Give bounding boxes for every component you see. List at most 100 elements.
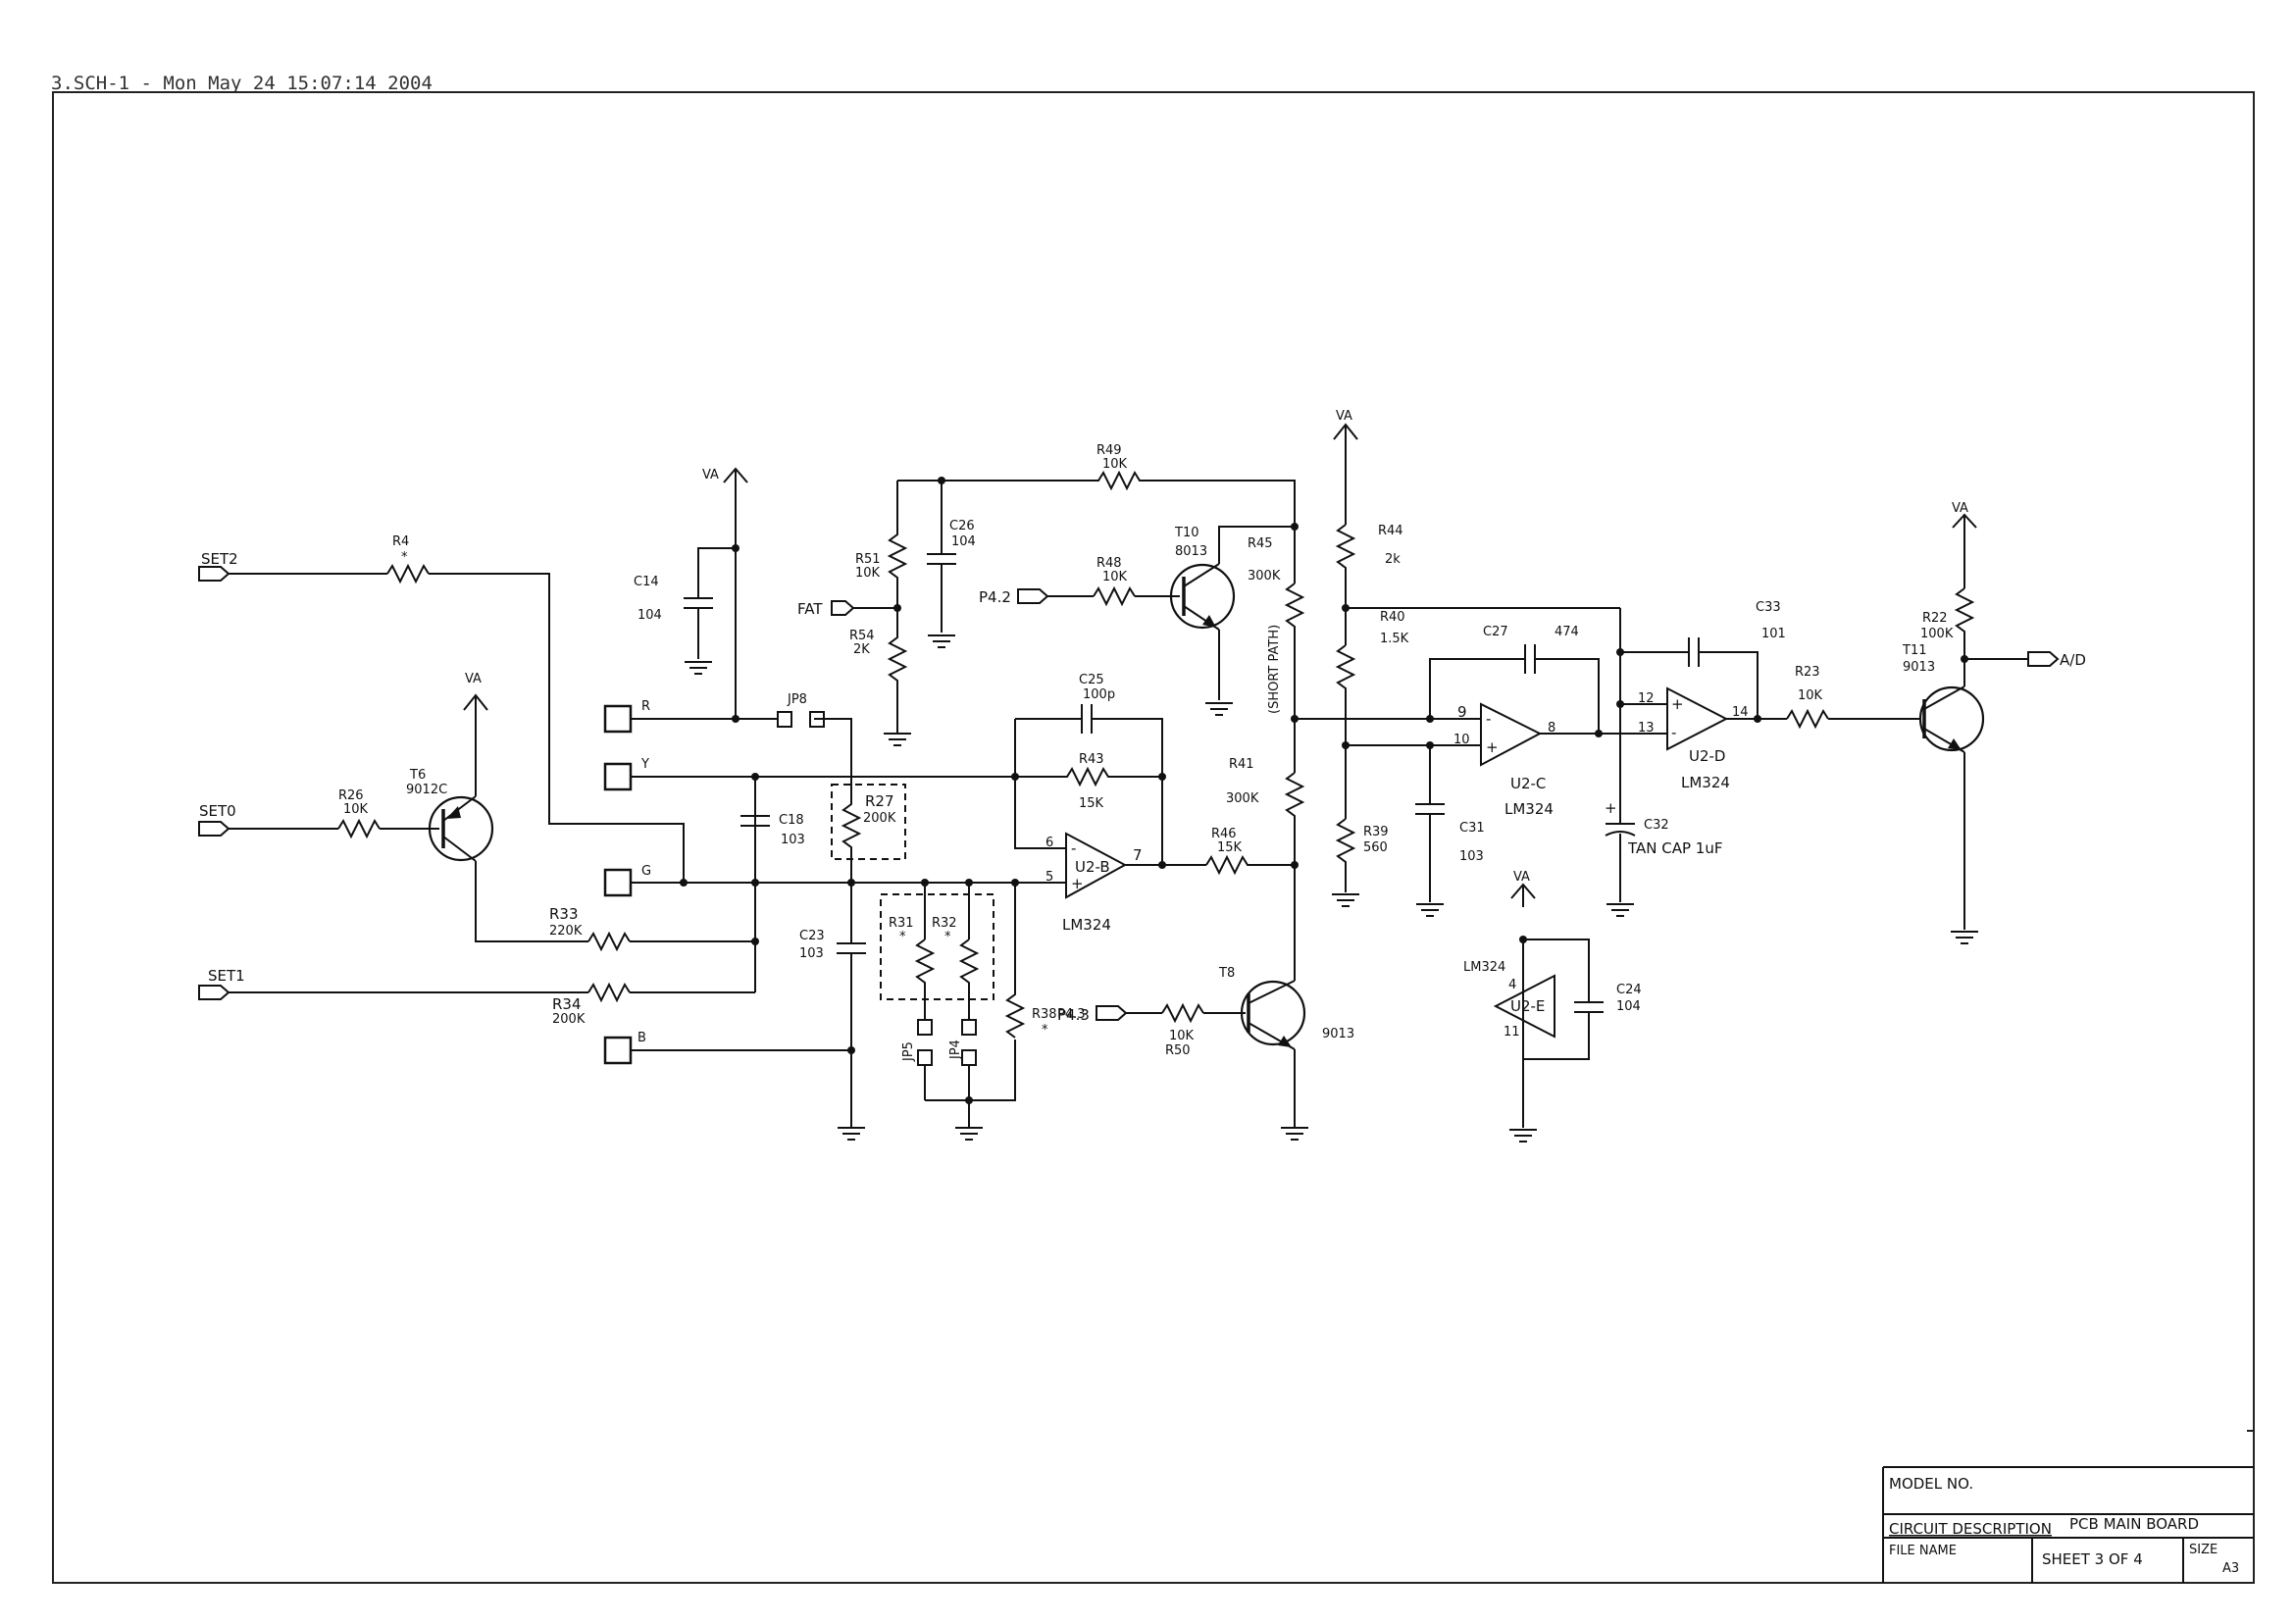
r45-label: R45 [1248,536,1273,551]
rgb-connectors [603,704,633,1065]
jp5-label: JP5 [901,1041,916,1062]
r27-label: R27 [865,792,894,810]
jp8-label: JP8 [787,692,807,707]
va-label-r22: VA [1952,501,1968,516]
r38-label: R38 [1032,1007,1057,1022]
t6-label: T6 [409,768,426,783]
u2d-plus: + [1671,695,1684,713]
r39-value: 560 [1363,840,1388,855]
u2b-plus: + [1071,875,1084,892]
c24-label: C24 [1616,983,1642,997]
c33-label: C33 [1756,600,1781,615]
connector-b-label: B [637,1031,646,1045]
port-ad-arrow [2027,651,2060,667]
port-set1-label: SET1 [208,967,245,985]
c18-label: C18 [779,813,804,828]
r32-label: R32 [932,916,957,931]
t8-value: 9013 [1322,1027,1354,1041]
c27-label: C27 [1483,625,1508,639]
c27-value: 474 [1555,625,1579,639]
title-block-sheet: SHEET 3 OF 4 [2042,1550,2143,1568]
t8-label: T8 [1218,966,1235,981]
r46-label: R46 [1211,827,1237,841]
t11-value: 9013 [1903,660,1935,675]
u2c-minus: - [1486,710,1491,728]
u2e-part: LM324 [1463,960,1505,975]
r38-port: P4.3 [1057,1007,1086,1022]
r41-label: R41 [1229,757,1254,772]
u2b-pin-6: 6 [1045,836,1053,850]
r54-value: 2K [853,642,870,657]
t6-value: 9012C [406,783,447,797]
r33-value: 220K [549,924,583,939]
drawing-border [52,91,2255,1584]
c33-value: 101 [1761,627,1786,641]
va-label-u2e: VA [1513,870,1530,885]
r51-label: R51 [855,552,881,567]
r38-value: * [1042,1023,1048,1038]
title-block-circuit-description-label: CIRCUIT DESCRIPTION [1889,1520,2052,1538]
c14-label: C14 [634,575,659,589]
u2e-pin-11: 11 [1504,1025,1520,1040]
va-label-t6: VA [465,672,482,686]
c23-label: C23 [799,929,825,943]
u2d-pin-14: 14 [1732,705,1749,720]
va-label-r44: VA [1336,409,1352,424]
u2c-part: LM324 [1504,800,1554,818]
port-ad-label: A/D [2060,651,2086,669]
c32-label: C32 [1644,818,1669,833]
r40-value: 1.5K [1380,632,1409,646]
port-p42-label: P4.2 [979,588,1011,606]
u2b-minus: - [1071,839,1076,857]
r22-label: R22 [1922,611,1948,626]
port-p43-arrow [1096,1005,1128,1021]
ground-symbols [684,634,1979,1142]
r34-label: R34 [552,995,582,1013]
u2d-pin-12: 12 [1638,691,1655,706]
connector-g [603,868,633,897]
u2c-pin-10: 10 [1453,733,1470,747]
r48-label: R48 [1096,556,1122,571]
title-block-model-no: MODEL NO. [1889,1475,1973,1493]
c31-label: C31 [1459,821,1485,836]
u2b-pin-7: 7 [1133,846,1143,864]
u2d-minus: - [1671,724,1676,741]
junction-dots [680,477,1968,1104]
port-set2-arrow [198,566,230,582]
r49-value: 10K [1102,457,1128,472]
port-p43-label: P4.3 [1057,1006,1090,1024]
connector-r-label: R [641,699,650,714]
c32-plus: + [1605,799,1617,817]
port-set0-arrow [198,821,230,837]
connector-g-label: G [641,864,651,879]
r43-value: 15K [1079,796,1104,811]
r23-label: R23 [1795,665,1820,680]
r41-value: 300K [1226,791,1259,806]
r50-label: R50 [1165,1043,1191,1058]
r4-label: R4 [392,534,409,549]
u2b-part: LM324 [1062,916,1111,934]
title-block-file-name: FILE NAME [1889,1544,1957,1558]
r51-value: 10K [855,566,881,581]
title-block-size-label: SIZE [2189,1543,2218,1557]
port-set1-arrow [198,985,230,1000]
c26-value: 104 [951,534,976,549]
port-fat-label: FAT [797,600,823,618]
r31-label: R31 [889,916,914,931]
c23-value: 103 [799,946,824,961]
short-path-label: (SHORT PATH) [1267,625,1282,714]
wiring [229,423,2028,1128]
drawing-header: 3.SCH-1 - Mon May 24 15:07:14 2004 [51,73,433,94]
r32-value: * [944,930,951,944]
r26-value: 10K [343,802,369,817]
port-arrows [198,566,2060,1021]
c26-label: C26 [949,519,975,533]
u2e-pin-4: 4 [1508,978,1516,992]
connector-y-label: Y [640,757,649,772]
r49-label: R49 [1096,443,1122,458]
r54-label: R54 [849,629,875,643]
u2b-pin-5: 5 [1045,870,1053,885]
c14-value: 104 [637,608,662,623]
c32-value: TAN CAP 1uF [1627,839,1722,857]
c25-label: C25 [1079,673,1104,687]
